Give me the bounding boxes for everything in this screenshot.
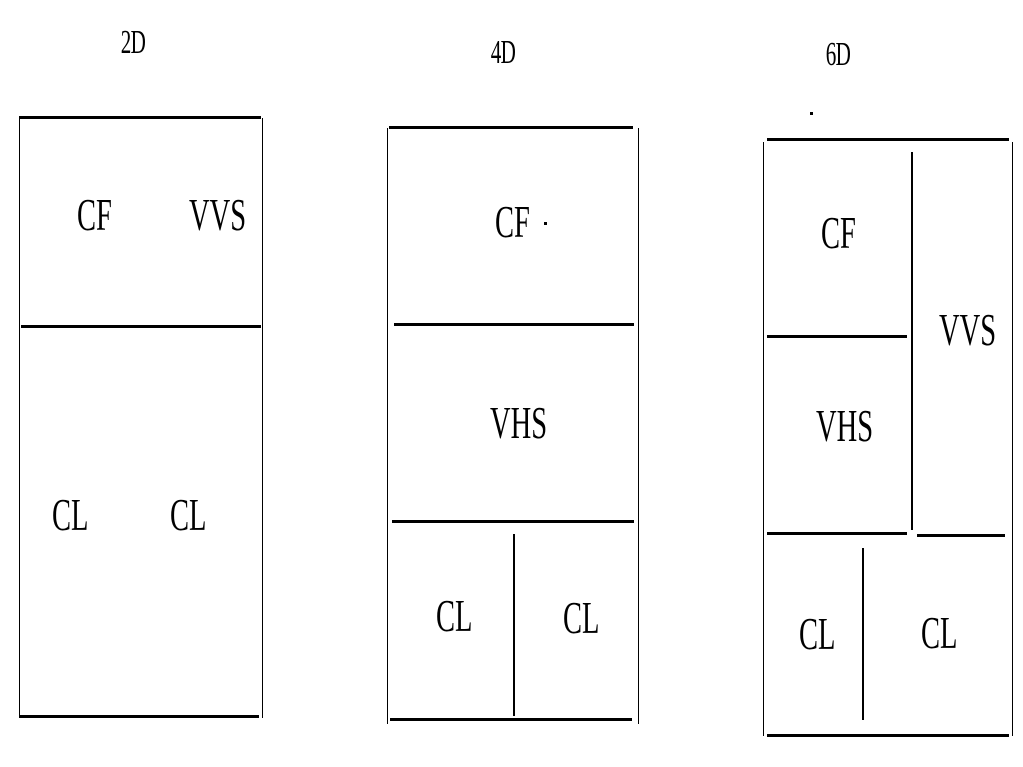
- divider-line: [917, 534, 1005, 537]
- bottom-border: [767, 734, 1009, 737]
- cell-label-cl: CL: [921, 607, 958, 658]
- cell-label-vvs: VVS: [189, 189, 247, 240]
- cell-label-vhs: VHS: [490, 397, 548, 448]
- cell-label-cl: CL: [170, 489, 207, 540]
- diagram-title: 4D: [490, 34, 516, 71]
- cell-divider: [513, 534, 515, 716]
- diagram-title: 2D: [120, 24, 146, 61]
- cell-label-vhs: VHS: [816, 400, 874, 451]
- stray-mark: [544, 222, 547, 225]
- top-border: [19, 116, 261, 119]
- top-border: [767, 138, 1009, 141]
- cell-label-cl: CL: [799, 608, 836, 659]
- bottom-border: [390, 718, 632, 721]
- cell-label-cf: CF: [495, 196, 530, 247]
- divider-line: [767, 335, 907, 338]
- cell-label-cf: CF: [77, 189, 112, 240]
- diagram-frame: [387, 128, 639, 724]
- divider-line: [392, 520, 634, 523]
- cell-label-vvs: VVS: [939, 304, 997, 355]
- divider-line: [21, 325, 261, 328]
- bottom-border: [19, 715, 259, 718]
- divider-line: [767, 532, 907, 535]
- divider-line: [394, 323, 634, 326]
- stray-mark: [810, 112, 813, 115]
- cell-label-cl: CL: [52, 489, 89, 540]
- cell-label-cl: CL: [436, 590, 473, 641]
- cell-label-cf: CF: [821, 207, 856, 258]
- cell-divider: [862, 548, 864, 720]
- cell-label-cl: CL: [563, 592, 600, 643]
- top-border: [389, 126, 633, 129]
- diagram-frame: [19, 118, 263, 718]
- column-divider: [911, 152, 913, 530]
- diagram-title: 6D: [825, 36, 851, 73]
- diagram-frame: [763, 142, 1013, 736]
